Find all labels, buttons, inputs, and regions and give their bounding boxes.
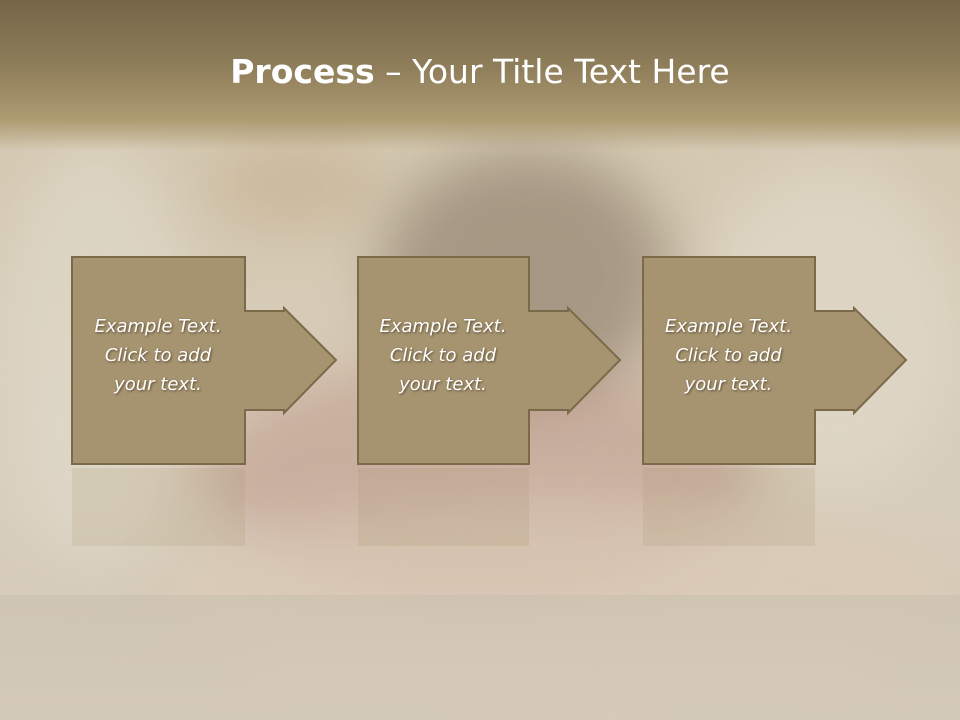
step-text[interactable]: Example Text. Click to add your text. (379, 316, 507, 395)
step-text[interactable]: Example Text. Click to add your text. (94, 316, 222, 395)
slide-title[interactable]: Process – Your Title Text Here (0, 52, 960, 91)
step-arrow-shape (71, 256, 338, 546)
title-bold: Process (230, 52, 375, 91)
process-step-3[interactable]: Example Text. Click to add your text. (642, 256, 960, 546)
step-arrow-shape (357, 256, 622, 546)
step-text[interactable]: Example Text. Click to add your text. (664, 316, 793, 395)
step-arrow-shape (642, 256, 908, 546)
title-band (0, 0, 960, 150)
process-step-1[interactable]: Example Text. Click to add your text. (71, 256, 411, 546)
process-step-2[interactable]: Example Text. Click to add your text. (357, 256, 697, 546)
title-rest: – Your Title Text Here (374, 52, 730, 91)
